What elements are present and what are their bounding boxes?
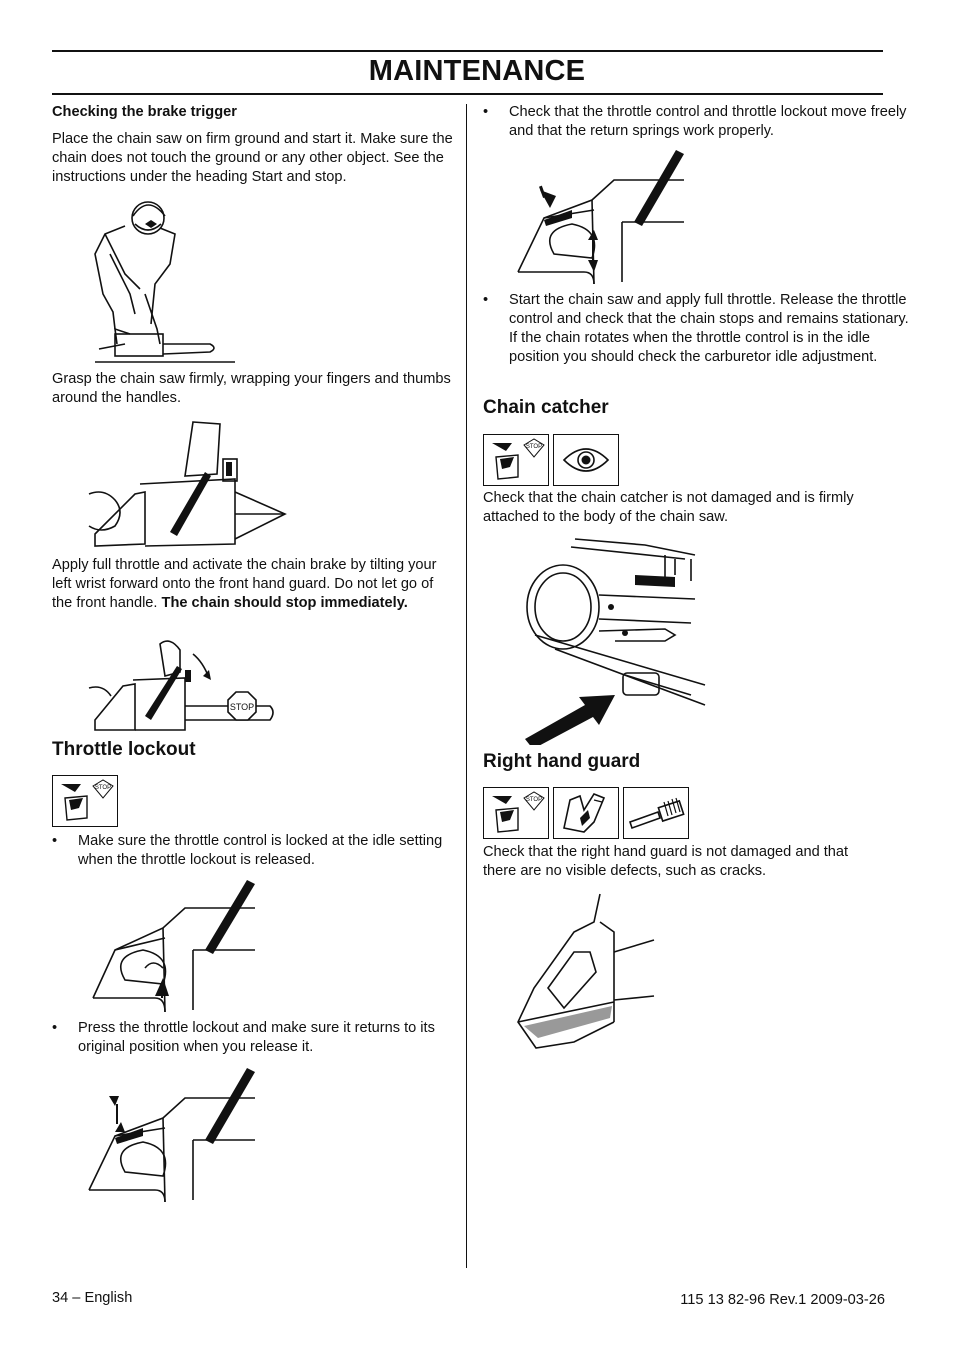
stop-switch-icon: STOP <box>492 438 545 480</box>
page-number: 34 – English <box>52 1290 133 1306</box>
brake-paragraph-3-emphasis: The chain should stop immediately. <box>161 595 408 611</box>
right-hand-guard-paragraph: Check that the right hand guard is not d… <box>483 844 849 879</box>
throttle-lockout-press-figure <box>88 1068 255 1203</box>
chain-brake-stop-figure: STOP <box>88 640 274 731</box>
throttle-lockout-heading: Throttle lockout <box>52 739 196 760</box>
stop-switch-icon: STOP <box>492 791 545 833</box>
stop-switch-symbol: STOP <box>52 775 118 827</box>
page-title: MAINTENANCE <box>368 55 586 87</box>
chain-catcher-paragraph: Check that the chain catcher is not dama… <box>483 490 854 525</box>
return-springs-figure <box>517 150 684 285</box>
brake-paragraph-3-text: Apply full throttle and activate the cha… <box>52 557 437 611</box>
brush-icon <box>628 797 685 830</box>
lockout-bullet-2: Press the throttle lockout and make sure… <box>52 1019 478 1057</box>
lockout-bullet-4: Start the chain saw and apply full throt… <box>483 291 911 367</box>
guard-stop-switch-symbol: STOP <box>483 787 549 839</box>
right-hand-guard-heading: Right hand guard <box>483 751 641 772</box>
throttle-lockout-idle-figure <box>92 880 255 1013</box>
stop-sign-label: STOP <box>230 702 254 712</box>
document-reference: 115 13 82-96 Rev.1 2009-03-26 <box>680 1292 885 1308</box>
guard-stop-badge-label: STOP <box>526 797 542 803</box>
brake-paragraph-1: Place the chain saw on firm ground and s… <box>52 131 453 185</box>
stop-switch-icon: STOP <box>61 779 114 821</box>
column-divider <box>466 104 467 1268</box>
chain-catcher-figure <box>525 538 706 745</box>
grip-handles-figure <box>88 421 287 547</box>
glove-icon <box>563 793 606 833</box>
brake-paragraph-2: Grasp the chain saw firmly, wrapping you… <box>52 371 451 406</box>
header-rule-bottom <box>52 93 883 95</box>
gloves-symbol <box>553 787 619 839</box>
eye-inspect-symbol <box>553 434 619 486</box>
eye-icon <box>562 448 610 472</box>
brush-symbol <box>623 787 689 839</box>
operator-starting-saw-figure <box>94 201 235 363</box>
catcher-stop-badge-label: STOP <box>526 444 542 450</box>
lockout-bullet-1: Make sure the throttle control is locked… <box>52 832 456 870</box>
header-rule-top <box>52 50 883 52</box>
stop-badge-label: STOP <box>95 785 111 791</box>
brake-paragraph-3: Apply full throttle and activate the cha… <box>52 556 456 613</box>
chain-catcher-heading: Chain catcher <box>483 397 609 418</box>
catcher-stop-switch-symbol: STOP <box>483 434 549 486</box>
right-hand-guard-figure <box>517 893 655 1049</box>
lockout-bullet-3: Check that the throttle control and thro… <box>483 103 911 141</box>
brake-subheading: Checking the brake trigger <box>52 104 237 120</box>
